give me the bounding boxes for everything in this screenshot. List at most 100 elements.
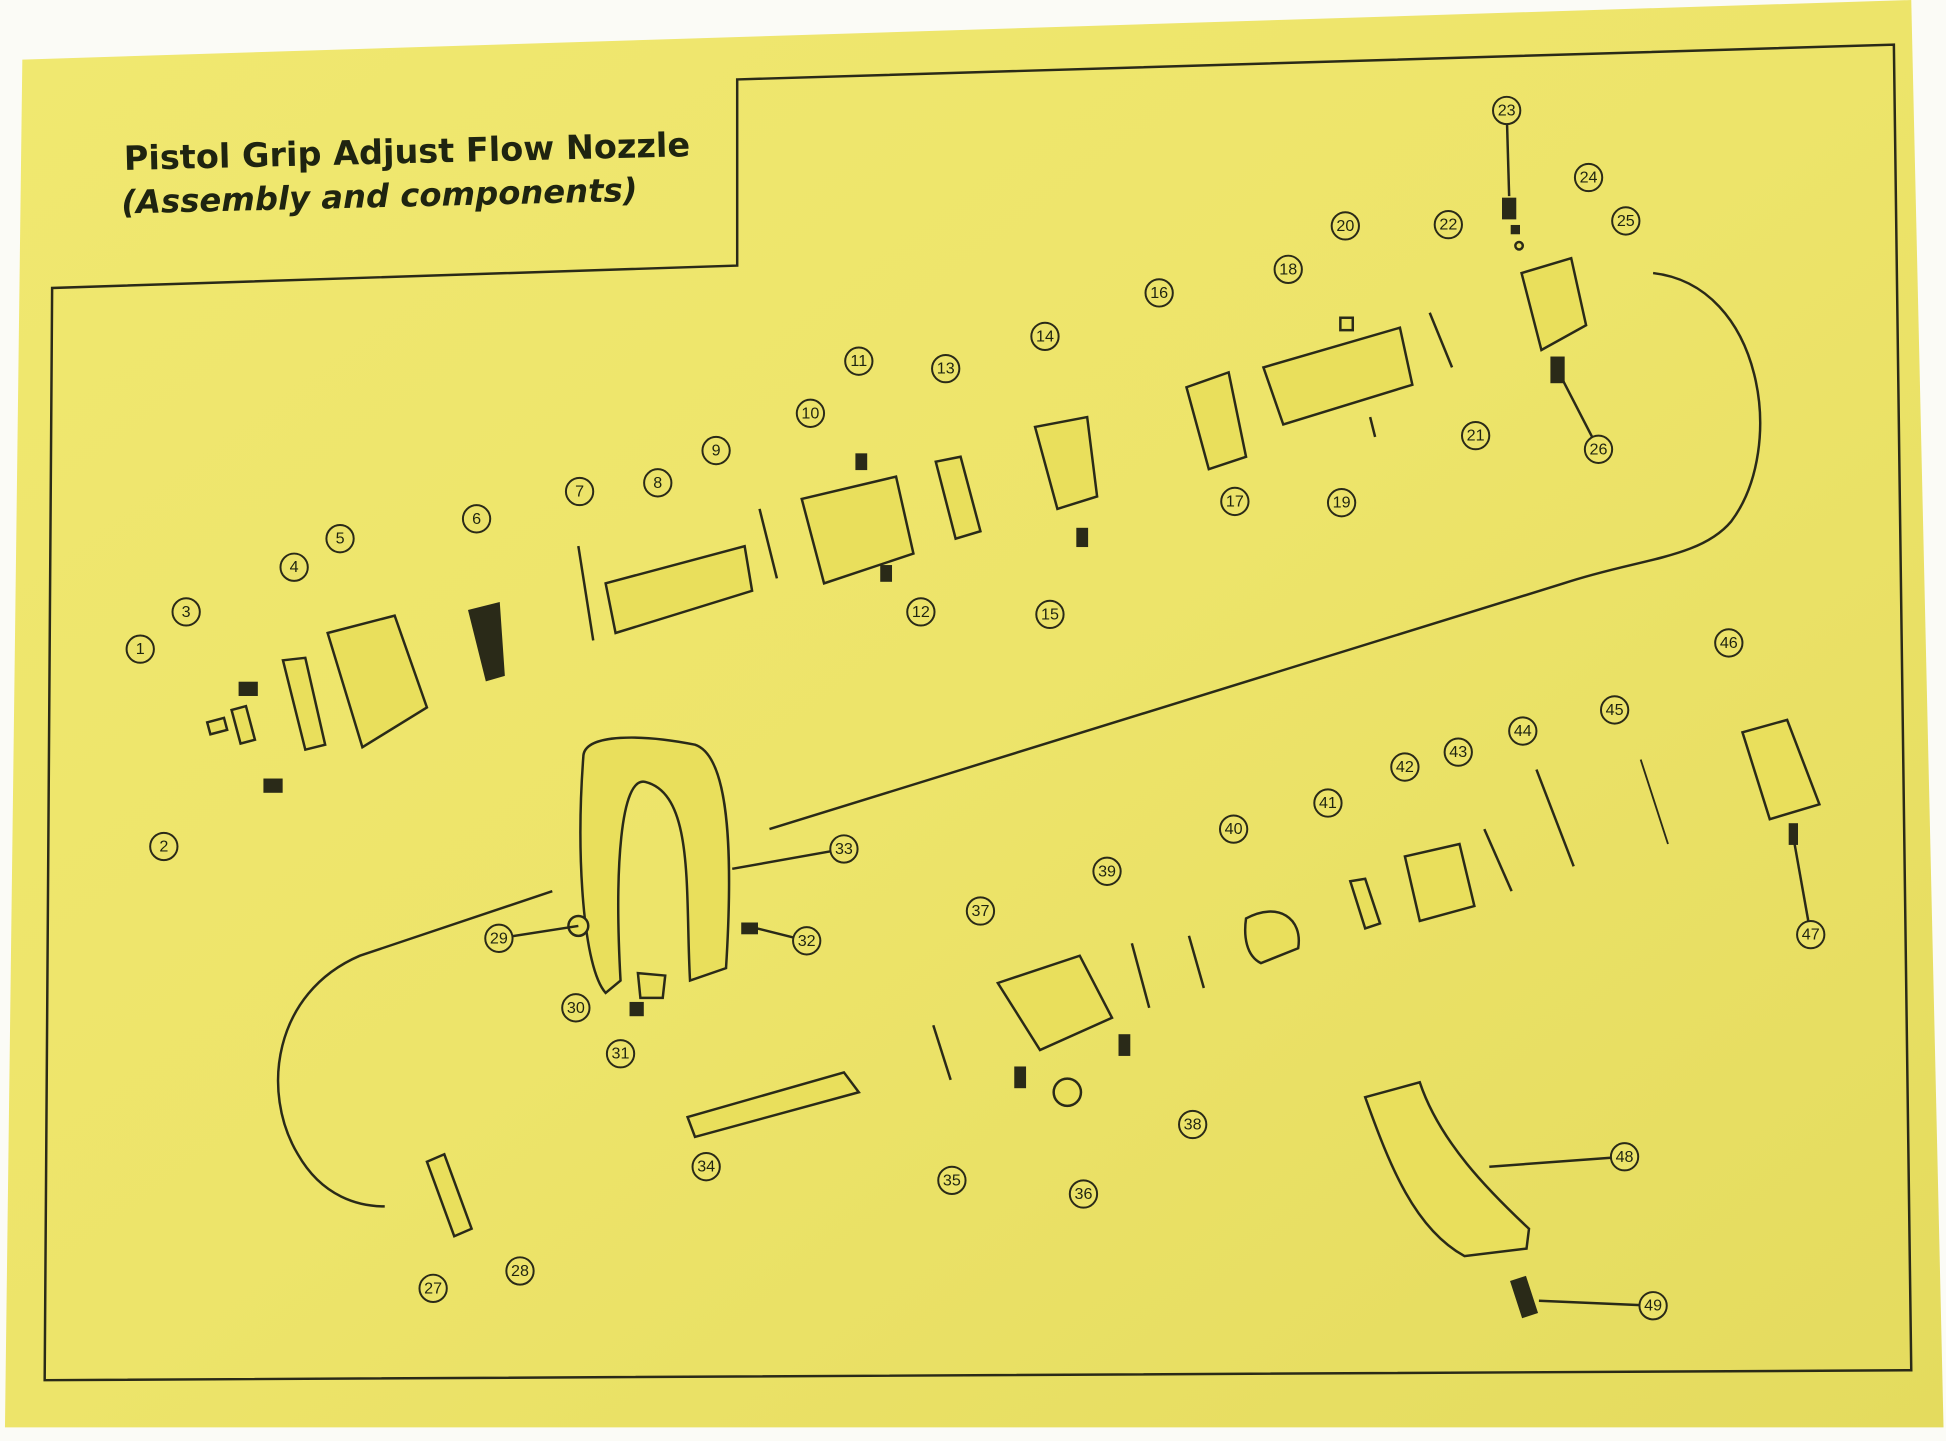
part-15-screw	[1076, 527, 1089, 548]
callout-circle	[937, 1165, 967, 1195]
callout-number: 48	[1616, 1148, 1634, 1166]
callout-45: 45	[1599, 695, 1630, 725]
callout-circle	[1609, 1142, 1640, 1172]
part-38b-spring	[1118, 1034, 1131, 1056]
callout-number: 5	[336, 530, 345, 548]
leader-line	[1489, 1155, 1625, 1168]
callout-number: 34	[697, 1158, 715, 1176]
part-47-pin	[1788, 823, 1799, 845]
part-31-screw	[629, 1001, 644, 1017]
callout-number: 12	[912, 603, 930, 621]
part-23-spring	[1502, 197, 1517, 220]
part-32-screw	[741, 922, 758, 935]
callout-9: 9	[701, 435, 731, 466]
callout-8: 8	[643, 468, 673, 498]
callout-circle	[701, 435, 731, 466]
callout-circle	[829, 834, 859, 864]
callout-number: 26	[1590, 440, 1608, 458]
part-49-bolt	[1510, 1275, 1539, 1319]
callout-number: 41	[1319, 794, 1337, 812]
part-7-oring	[577, 545, 595, 641]
part-2b-screw	[263, 778, 283, 793]
callout-21: 21	[1460, 421, 1491, 451]
callout-38: 38	[1178, 1109, 1208, 1140]
callout-number: 31	[612, 1045, 630, 1063]
callout-number: 36	[1074, 1185, 1092, 1203]
callout-number: 2	[159, 837, 168, 855]
callout-48: 48	[1489, 1142, 1640, 1172]
callout-circle	[1508, 716, 1538, 746]
callout-number: 25	[1617, 212, 1635, 230]
callout-circle	[171, 597, 201, 627]
callout-41: 41	[1313, 788, 1343, 818]
part-13-block	[934, 455, 982, 541]
callout-number: 39	[1098, 862, 1116, 880]
callout-number: 10	[801, 404, 819, 422]
callout-42: 42	[1390, 752, 1420, 782]
callout-circle	[795, 398, 826, 428]
part-24-detent	[1510, 224, 1521, 235]
part-42-bushing	[1403, 842, 1476, 923]
callout-35: 35	[937, 1165, 967, 1195]
callout-number: 6	[472, 510, 481, 528]
callout-number: 42	[1396, 758, 1414, 776]
callout-number: 19	[1333, 494, 1351, 512]
callout-circle	[792, 926, 822, 956]
part-4-gasket	[281, 656, 327, 752]
callout-circle	[1599, 695, 1630, 725]
callout-circle	[1583, 434, 1614, 464]
leader-line	[1538, 1299, 1654, 1307]
callout-number: 46	[1720, 634, 1738, 652]
callout-number: 27	[424, 1279, 442, 1297]
callout-number: 37	[971, 902, 989, 920]
page-border	[43, 43, 1913, 1382]
callout-number: 7	[575, 483, 584, 501]
callout-circle	[279, 552, 309, 582]
callout-11: 11	[844, 346, 874, 376]
callout-27: 27	[418, 1273, 448, 1303]
callout-29: 29	[484, 923, 579, 953]
callout-circle	[1460, 421, 1491, 451]
callout-number: 9	[712, 442, 721, 460]
callout-26: 26	[1557, 371, 1614, 464]
callout-46: 46	[1714, 628, 1744, 658]
callout-number: 1	[136, 640, 145, 658]
callout-22: 22	[1433, 210, 1463, 240]
callout-number: 29	[490, 929, 508, 947]
callout-circle	[931, 353, 961, 384]
callout-number: 8	[653, 474, 662, 492]
callout-circle	[1035, 599, 1065, 630]
lower-assembly-path	[276, 889, 553, 1208]
callout-number: 17	[1226, 492, 1244, 510]
callout-32: 32	[756, 926, 822, 956]
callout-16: 16	[1144, 278, 1174, 308]
callout-circle	[1714, 628, 1744, 658]
callout-49: 49	[1538, 1291, 1668, 1321]
leader-line	[732, 847, 845, 871]
callout-number: 20	[1336, 217, 1354, 235]
callout-15: 15	[1035, 599, 1065, 630]
part-48-pistol-grip	[1363, 1080, 1531, 1258]
callout-circle	[564, 476, 595, 507]
callout-13: 13	[931, 353, 961, 384]
callout-number: 49	[1644, 1297, 1662, 1315]
callout-circle	[605, 1039, 636, 1069]
part-35-pin	[932, 1024, 952, 1081]
callout-4: 4	[279, 552, 309, 582]
callout-2: 2	[149, 831, 179, 862]
callout-number: 18	[1279, 260, 1297, 278]
part-10-valve-body	[800, 475, 915, 585]
part-27-28-gasket	[425, 1152, 474, 1238]
callout-number: 13	[937, 360, 955, 378]
callout-10: 10	[795, 398, 826, 428]
callout-circle	[1390, 752, 1420, 782]
callout-circle	[1330, 211, 1360, 241]
callout-24: 24	[1573, 162, 1604, 193]
part-11-pin	[855, 453, 868, 471]
callout-number: 44	[1514, 722, 1532, 740]
callout-circle	[1492, 95, 1522, 126]
callout-circle	[1220, 486, 1250, 517]
callout-34: 34	[691, 1152, 721, 1182]
callout-5: 5	[325, 524, 355, 554]
